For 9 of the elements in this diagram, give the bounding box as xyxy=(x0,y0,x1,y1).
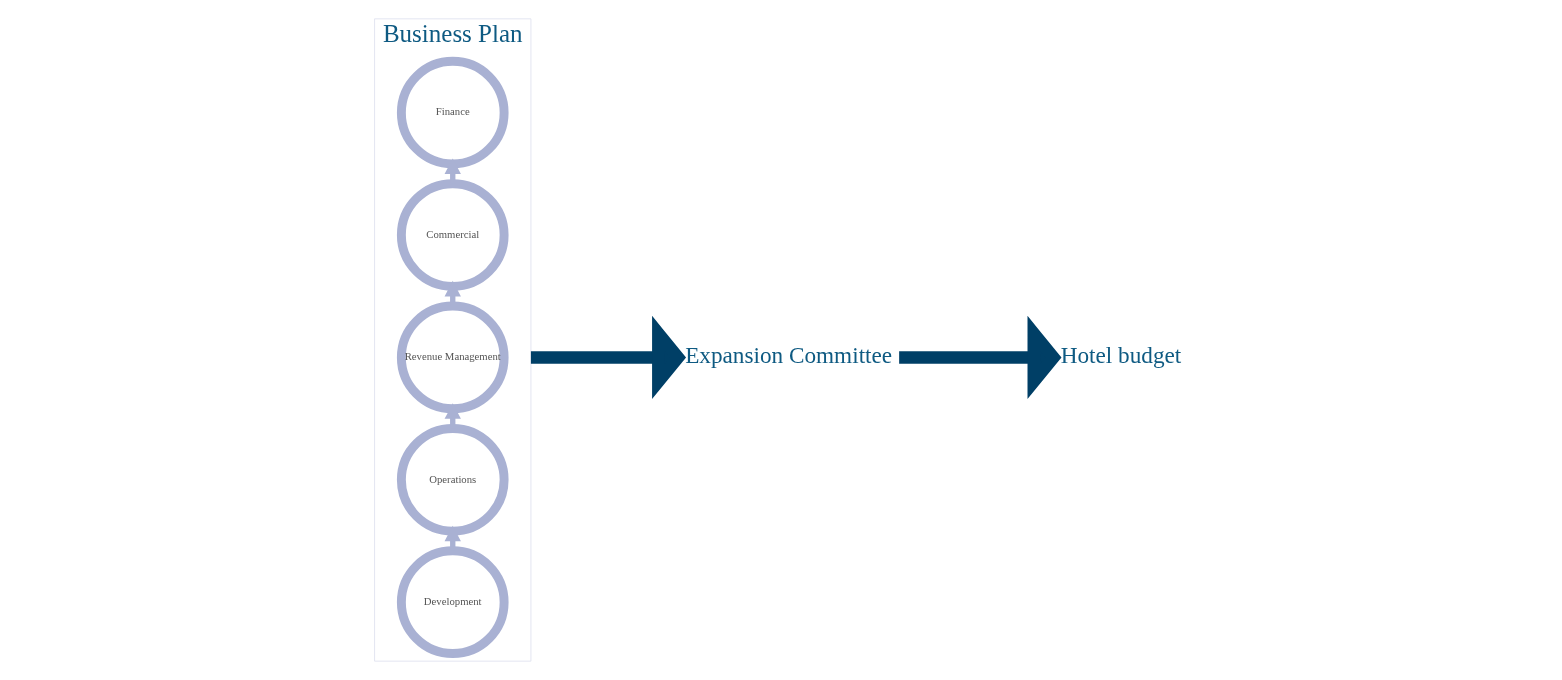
node-circle: Revenue Management xyxy=(396,301,509,414)
arrow xyxy=(530,315,686,400)
arrow xyxy=(898,315,1061,400)
node-text: Expansion Committee xyxy=(684,342,892,369)
node-circle: Commercial xyxy=(396,179,509,291)
node-circle: Finance xyxy=(396,56,509,169)
node-circle: Development xyxy=(396,546,509,659)
node-circle: Operations xyxy=(396,423,509,536)
node-text: Hotel budget xyxy=(1060,342,1181,369)
